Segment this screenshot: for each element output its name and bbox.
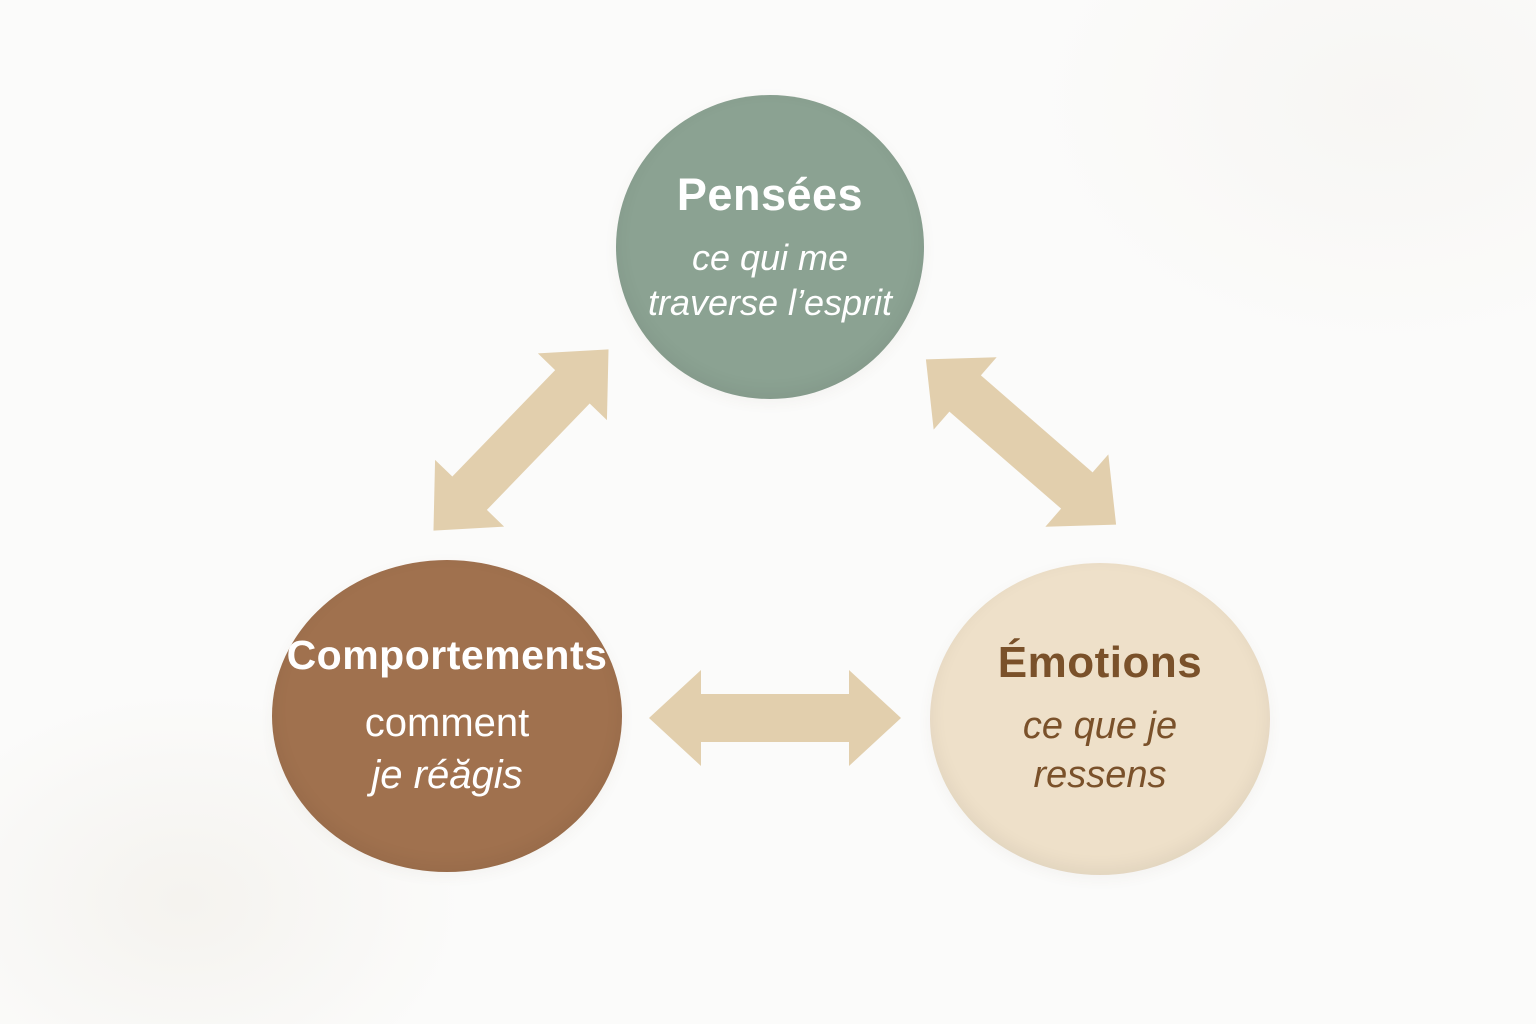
arrow-pensees-comportements: [398, 316, 644, 564]
node-comportements-subtitle: comment je réăgis: [365, 697, 530, 801]
subtitle-line: ce que je: [1022, 704, 1178, 747]
subtitle-line: traverse l’esprit: [647, 282, 893, 323]
subtitle-line: ressens: [1033, 754, 1167, 796]
node-pensees-title: Pensées: [676, 169, 864, 220]
subtitle-line: comment: [364, 700, 530, 745]
node-comportements: Comportements comment je réăgis: [272, 560, 622, 872]
node-pensees: Pensées ce qui me traverse l’esprit: [616, 95, 924, 399]
subtitle-line: ce qui me: [691, 237, 849, 278]
node-comportements-title: Comportements: [286, 631, 608, 678]
subtitle-line: je réăgis: [371, 752, 523, 797]
arrow-comportements-emotions: [649, 670, 901, 766]
node-pensees-subtitle: ce qui me traverse l’esprit: [648, 235, 892, 325]
node-emotions-title: Émotions: [997, 637, 1203, 687]
node-emotions-subtitle: ce que je ressens: [1023, 702, 1177, 801]
arrow-pensees-emotions: [894, 323, 1148, 561]
node-emotions: Émotions ce que je ressens: [930, 563, 1270, 875]
